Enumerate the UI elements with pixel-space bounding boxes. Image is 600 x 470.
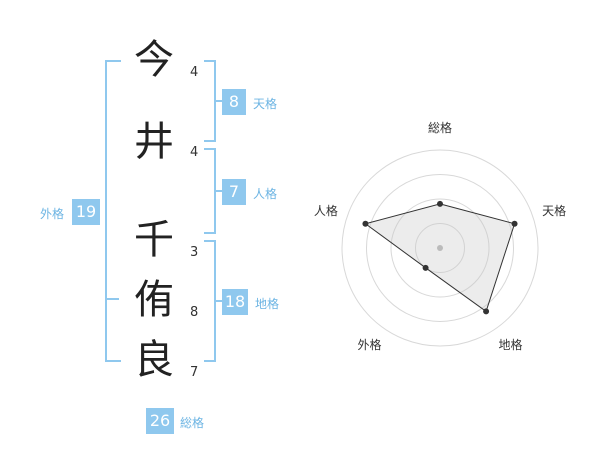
soukaku-label: 総格 [180, 416, 205, 430]
chikaku-label: 地格 [255, 297, 280, 311]
radar-axis-label-2: 天格 [542, 203, 566, 218]
jinkaku-connector [214, 190, 222, 192]
radar-point-3 [483, 308, 490, 315]
radar-ring-4 [341, 149, 539, 347]
radar-area [364, 203, 516, 313]
gaikaku-label: 外格 [40, 207, 65, 221]
chikaku-connector [214, 300, 222, 302]
radar-point-4 [422, 264, 429, 271]
radar-ring-2 [390, 198, 490, 298]
name-char-2: 井 [134, 119, 174, 165]
radar-ring-1 [415, 223, 465, 273]
stroke-count-4: 8 [190, 305, 199, 320]
radar-point-5 [362, 220, 369, 227]
radar-axis-label-5: 人格 [314, 203, 338, 218]
tenkaku-badge: 8 [222, 89, 246, 115]
name-char-3: 千 [134, 217, 174, 263]
stroke-count-2: 4 [190, 145, 199, 160]
gaikaku-bracket [105, 60, 121, 362]
radar-axis-label-1: 総格 [428, 120, 452, 135]
jinkaku-badge: 7 [222, 179, 246, 205]
radar-center [437, 245, 443, 251]
name-char-5: 良 [134, 337, 174, 383]
tenkaku-label: 天格 [253, 97, 278, 111]
soukaku-badge: 26 [146, 408, 174, 434]
chikaku-badge: 18 [222, 289, 248, 315]
jinkaku-label: 人格 [253, 187, 278, 201]
radar-point-1 [437, 200, 443, 207]
name-char-4: 侑 [134, 277, 174, 323]
gaikaku-bracket-tick [105, 298, 119, 300]
radar-axis-label-3: 地格 [499, 337, 523, 352]
radar-point-2 [511, 220, 518, 227]
tenkaku-connector [214, 100, 222, 102]
stroke-count-1: 4 [190, 65, 199, 80]
name-char-1: 今 [134, 37, 174, 83]
stroke-count-5: 7 [190, 365, 199, 380]
gaikaku-badge: 19 [72, 199, 100, 225]
radar-axis-label-4: 外格 [357, 337, 381, 352]
stroke-count-3: 3 [190, 245, 199, 260]
radar-ring-3 [366, 174, 514, 322]
